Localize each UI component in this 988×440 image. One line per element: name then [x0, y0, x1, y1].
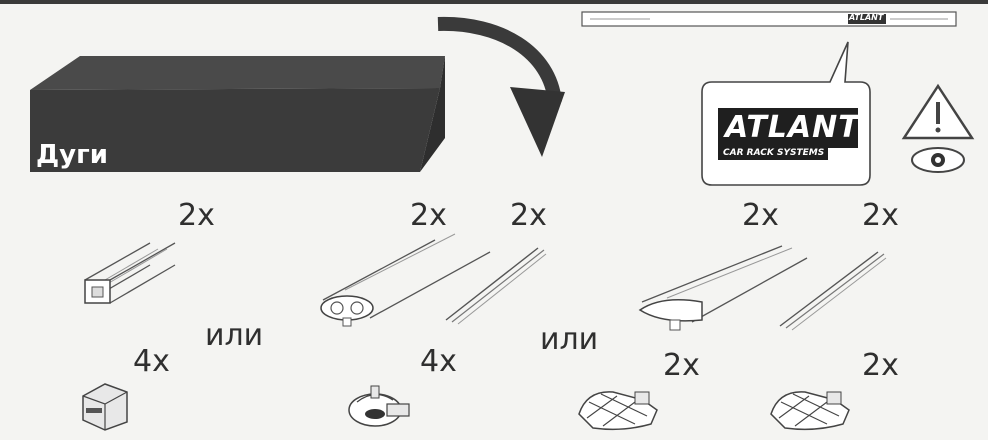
qty-bar-b: 2x [410, 198, 447, 233]
box-label: Дуги [36, 140, 108, 170]
qty-strip-c: 2x [862, 198, 899, 233]
rubber-strip-c [779, 251, 887, 331]
or-label-2: или [540, 322, 599, 357]
logo-tagline: CAR RACK SYSTEMS [723, 148, 825, 158]
rail-brand-label: ATLANT [849, 13, 884, 22]
eye-icon [911, 147, 965, 173]
qty-foot-c: 2x [663, 348, 700, 383]
curved-arrow-icon [437, 16, 565, 157]
rail-top-view [581, 11, 957, 27]
or-label-1: или [205, 318, 264, 353]
end-cap-d [770, 391, 850, 431]
bar-wing-profile [638, 245, 808, 331]
qty-bar-c: 2x [742, 198, 779, 233]
end-cap-c [578, 391, 658, 431]
logo-brand: ATLANT [725, 110, 860, 145]
end-cap-b [348, 385, 410, 427]
qty-bar-a: 2x [178, 198, 215, 233]
rubber-strip-b [445, 247, 547, 325]
bar-square-profile [84, 242, 176, 304]
bar-aero-profile [320, 233, 491, 327]
top-rule [0, 0, 988, 4]
box-illustration [30, 56, 445, 172]
logo-callout [701, 41, 871, 186]
warning-triangle-icon [901, 83, 975, 140]
qty-foot-a: 4x [133, 344, 170, 379]
qty-foot-d: 2x [862, 348, 899, 383]
qty-foot-b: 4x [420, 344, 457, 379]
qty-strip-b: 2x [510, 198, 547, 233]
end-cap-a [82, 383, 128, 431]
